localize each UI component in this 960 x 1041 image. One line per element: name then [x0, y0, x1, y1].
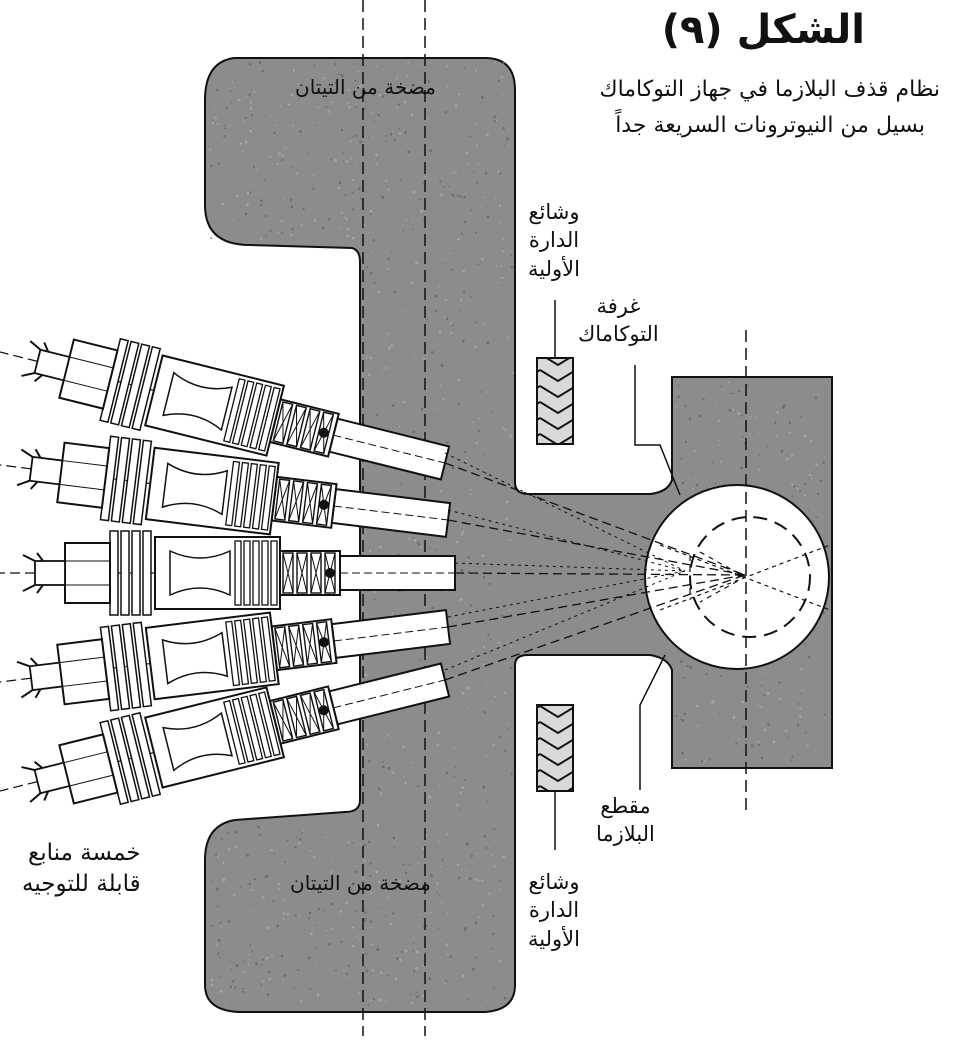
- caption-line-1: نظام قذف البلازما في جهاز التوكاماك: [599, 77, 940, 102]
- beam-line: [444, 452, 686, 572]
- primary-coil-bottom-label: وشائع الدارة الأولية: [528, 870, 580, 951]
- tokamak-chamber-label: غرفة التوكاماك: [578, 294, 659, 347]
- source-unit: [0, 609, 452, 712]
- plasma-inner-marks: [659, 544, 831, 611]
- titanium-pump-bottom-label: مضخة من التيتان: [290, 871, 431, 895]
- dashed-vertical-lines: [362, 0, 747, 1036]
- caption-line-2: بسيل من النيوترونات السريعة جداً: [615, 113, 925, 138]
- beam-line: [447, 570, 686, 618]
- chamber-leader: [634, 365, 681, 496]
- source-unit: [0, 662, 451, 806]
- beam-line: [444, 570, 686, 671]
- beam-line: [447, 519, 746, 576]
- beam-line: [447, 509, 686, 572]
- beam-line: [444, 462, 746, 576]
- plasma-chamber: [644, 484, 830, 670]
- primary-coil-top: [536, 300, 574, 445]
- primary-coil-bottom: [536, 704, 574, 850]
- titanium-pump-top-label: مضخة من التيتان: [295, 75, 436, 99]
- beam-line: [454, 562, 686, 572]
- beam-line: [444, 574, 746, 681]
- source-unit: [0, 435, 452, 538]
- source-unit: [0, 530, 456, 616]
- figure-title: الشكل (٩): [661, 7, 865, 53]
- source-unit: [0, 337, 451, 481]
- neutron-sources: [0, 337, 456, 806]
- titanium-pump-body: [204, 57, 833, 1013]
- neutron-beams: [444, 452, 746, 681]
- sources-label: خمسة منابع قابلة للتوجيه: [22, 840, 141, 898]
- plasma-section-label: مقطع البلازما: [596, 794, 655, 847]
- plasma-leader: [639, 654, 666, 790]
- beam-line: [447, 574, 746, 628]
- beam-line: [454, 572, 746, 576]
- primary-coil-top-label: وشائع الدارة الأولية: [528, 200, 580, 281]
